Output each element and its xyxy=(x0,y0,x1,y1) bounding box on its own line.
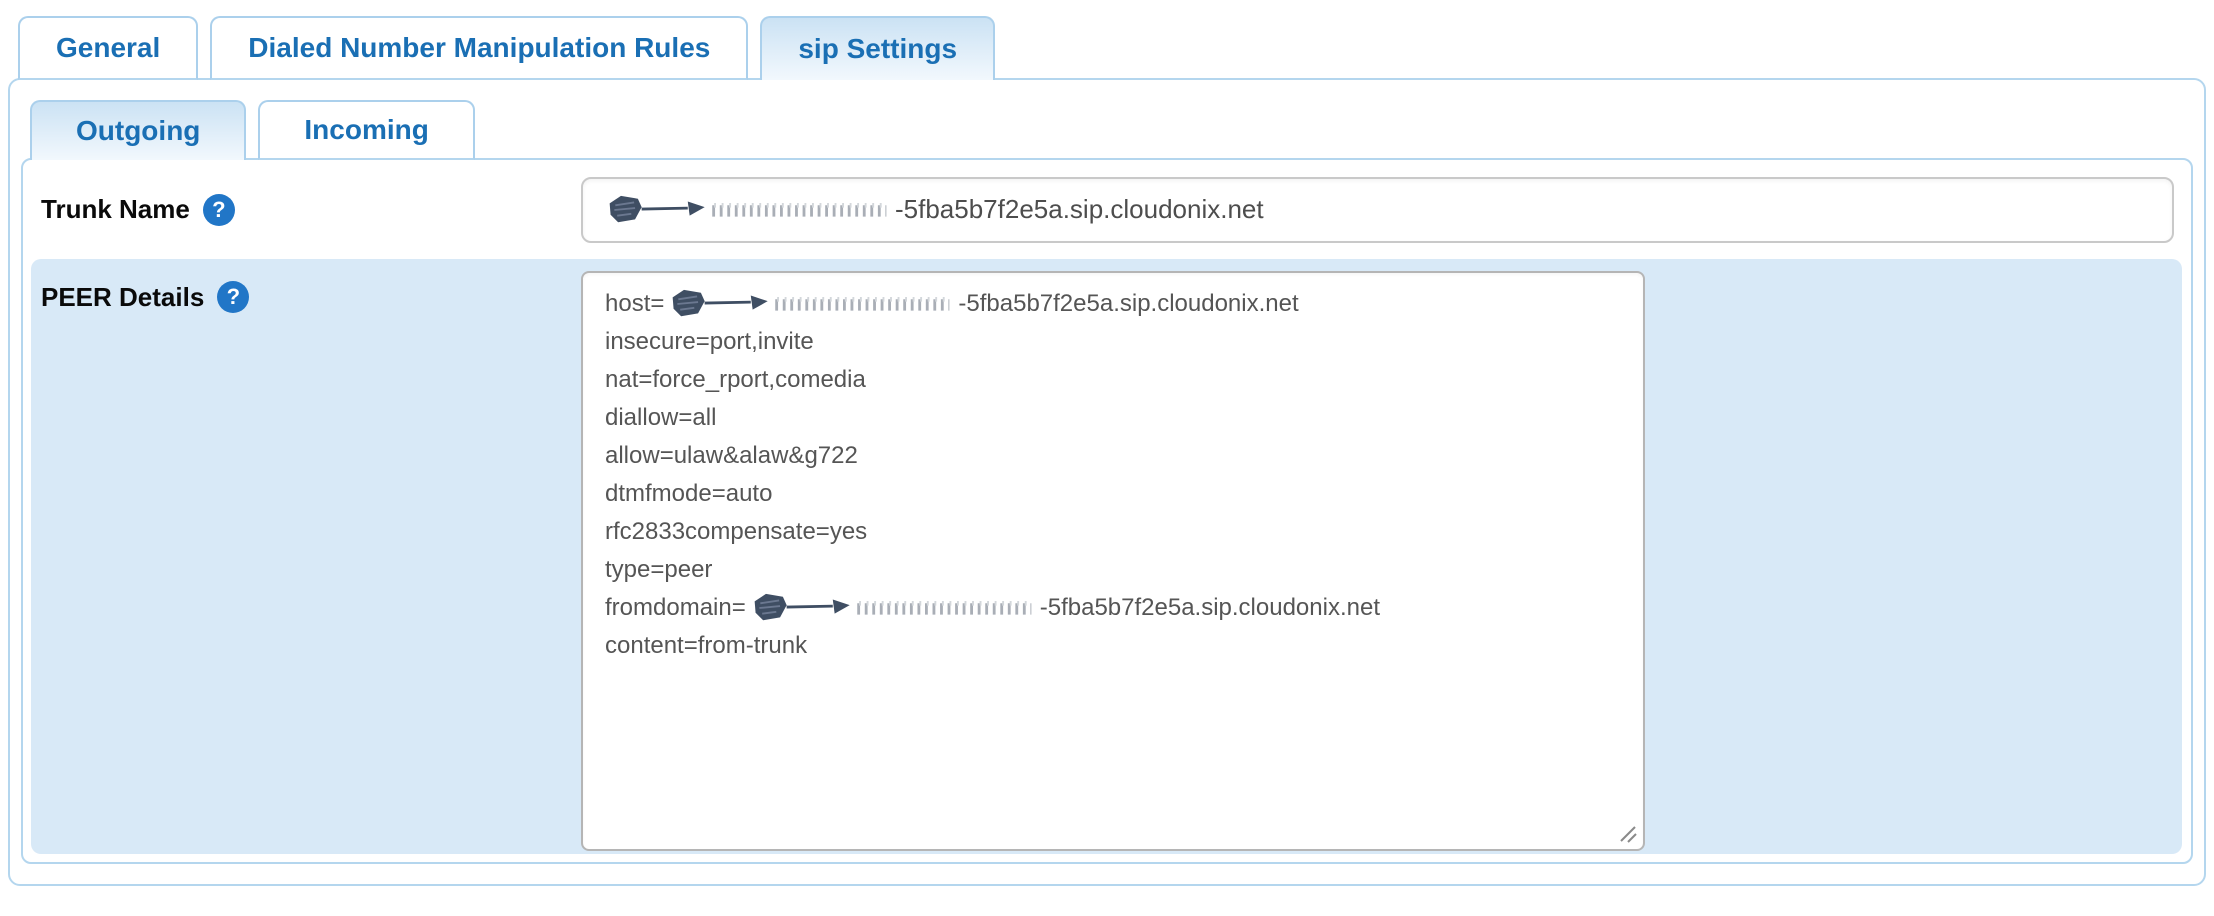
tab-general[interactable]: General xyxy=(18,16,199,80)
peer-config-line: diallow=all xyxy=(605,404,717,431)
tab-general-label: General xyxy=(56,32,161,63)
outgoing-panel: Trunk Name ? -5fba5b7f2e5a.sip.cloudonix… xyxy=(21,158,2193,864)
trunk-name-label-cell: Trunk Name ? xyxy=(41,193,581,226)
sip-settings-panel: Outgoing Incoming Trunk Name ? -5fba5b7f… xyxy=(8,78,2206,886)
peer-details-textarea[interactable]: host= -5fba5b7f2e5a.sip.cloudonix.net ins… xyxy=(581,271,1645,851)
top-tab-bar: General Dialed Number Manipulation Rules… xyxy=(18,16,2214,80)
tab-outgoing-label: Outgoing xyxy=(76,115,201,146)
tab-dialed-number-manipulation-rules-label: Dialed Number Manipulation Rules xyxy=(248,32,711,63)
peer-config-line: allow=ulaw&alaw&g722 xyxy=(605,442,858,469)
peer-config-line: type=peer xyxy=(605,556,713,583)
peer-config-line: rfc2833compensate=yes xyxy=(605,518,868,545)
trunk-name-row: Trunk Name ? -5fba5b7f2e5a.sip.cloudonix… xyxy=(31,160,2182,259)
tab-sip-settings-label: sip Settings xyxy=(798,33,958,64)
peer-details-label: PEER Details xyxy=(41,281,205,312)
peer-config-line: fromdomain= -5fba5b7f2e5a.sip.cloudonix.… xyxy=(605,589,1633,627)
help-question-icon[interactable]: ? xyxy=(217,281,250,313)
peer-config-line: content=from-trunk xyxy=(605,632,808,659)
trunk-name-label: Trunk Name xyxy=(41,194,190,224)
tab-outgoing[interactable]: Outgoing xyxy=(30,100,247,160)
help-question-icon[interactable]: ? xyxy=(202,193,235,226)
redaction-scribble xyxy=(609,195,887,222)
direction-tab-bar: Outgoing Incoming xyxy=(30,100,2193,160)
peer-config-line: host= -5fba5b7f2e5a.sip.cloudonix.net xyxy=(605,285,1633,323)
peer-details-content: host= -5fba5b7f2e5a.sip.cloudonix.net ins… xyxy=(605,285,1633,665)
tab-sip-settings[interactable]: sip Settings xyxy=(760,16,996,80)
tab-dialed-number-manipulation-rules[interactable]: Dialed Number Manipulation Rules xyxy=(210,16,749,80)
resize-handle-icon[interactable] xyxy=(1613,819,1639,845)
tab-incoming[interactable]: Incoming xyxy=(258,100,475,160)
peer-config-line: insecure=port,invite xyxy=(605,328,814,355)
trunk-name-redaction xyxy=(601,194,895,226)
trunk-settings-page: General Dialed Number Manipulation Rules… xyxy=(0,14,2214,886)
peer-details-row: PEER Details ? host= -5fba5b7f2e5a.sip.c… xyxy=(31,259,2182,854)
trunk-name-input[interactable]: -5fba5b7f2e5a.sip.cloudonix.net xyxy=(581,176,2174,243)
peer-details-label-cell: PEER Details ? xyxy=(41,271,581,313)
redaction-scribble xyxy=(754,593,1032,621)
redaction-scribble xyxy=(673,289,950,317)
peer-config-line: dtmfmode=auto xyxy=(605,480,773,507)
tab-incoming-label: Incoming xyxy=(304,114,429,145)
peer-config-line: nat=force_rport,comedia xyxy=(605,366,866,393)
trunk-name-value: -5fba5b7f2e5a.sip.cloudonix.net xyxy=(895,194,1264,224)
